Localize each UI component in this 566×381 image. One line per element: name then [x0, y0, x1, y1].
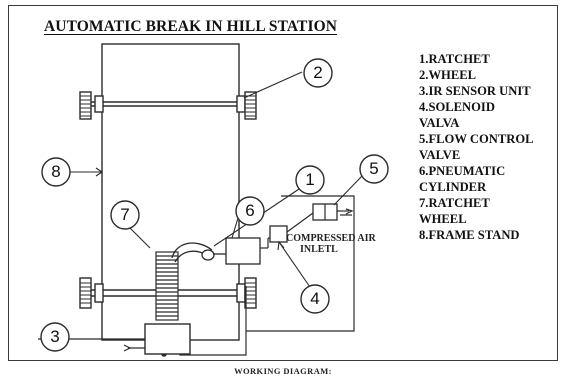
callout-circle-1 — [295, 165, 325, 195]
callout-circle-4 — [300, 284, 330, 314]
ratchet-wheel — [155, 251, 179, 321]
callout-circle-7 — [110, 200, 140, 230]
diagram-caption: WORKING DIAGRAM: — [234, 366, 332, 376]
wheel-front-right — [244, 91, 257, 120]
callout-7: 7 — [120, 205, 130, 224]
callout-6: 6 — [245, 201, 255, 220]
ratchet-pawl — [171, 242, 213, 259]
callout-circle-2 — [303, 58, 333, 88]
diagram-title: AUTOMATIC BREAK IN HILL STATION — [44, 18, 338, 35]
legend-item: CYLINDER — [419, 180, 487, 194]
legend-item: 6.PNEUMATIC — [419, 164, 506, 178]
legend-item: WHEEL — [419, 212, 467, 226]
callout-2: 2 — [313, 63, 323, 82]
pneumatic-cylinder — [225, 237, 261, 265]
legend-item: 8.FRAME STAND — [419, 228, 520, 242]
parts-legend: 1.RATCHET 2.WHEEL 3.IR SENSOR UNIT 4.SOL… — [419, 51, 564, 243]
callout-circle-6 — [235, 196, 265, 226]
ir-sensor-unit — [144, 323, 191, 355]
wheel-front-left — [79, 91, 92, 120]
legend-item: 5.FLOW CONTROL — [419, 132, 534, 146]
callout-5: 5 — [369, 159, 379, 178]
callout-4: 4 — [310, 289, 320, 308]
diagram-frame — [8, 5, 558, 361]
callout-circle-5 — [359, 154, 389, 184]
callout-1: 1 — [305, 170, 315, 189]
solenoid-valve — [269, 225, 288, 243]
legend-item: VALVE — [419, 148, 461, 162]
wheel-rear-right — [244, 277, 257, 309]
callout-circle-8 — [41, 157, 71, 187]
legend-item: VALVA — [419, 116, 460, 130]
callout-8: 8 — [51, 162, 61, 181]
legend-item: 7.RATCHET — [419, 196, 490, 210]
callout-3: 3 — [50, 327, 60, 346]
legend-item: 2.WHEEL — [419, 68, 477, 82]
air-inlet-label-line2: INLETL — [300, 244, 338, 255]
legend-item: 3.IR SENSOR UNIT — [419, 84, 531, 98]
legend-item: 4.SOLENOID — [419, 100, 495, 114]
wheel-rear-left — [79, 277, 92, 309]
air-inlet-label: COMPRESSED AIR INLETL — [286, 233, 376, 255]
legend-item: 1.RATCHET — [419, 52, 490, 66]
callout-circle-3 — [40, 322, 70, 352]
air-inlet-label-line1: COMPRESSED AIR — [286, 233, 376, 244]
